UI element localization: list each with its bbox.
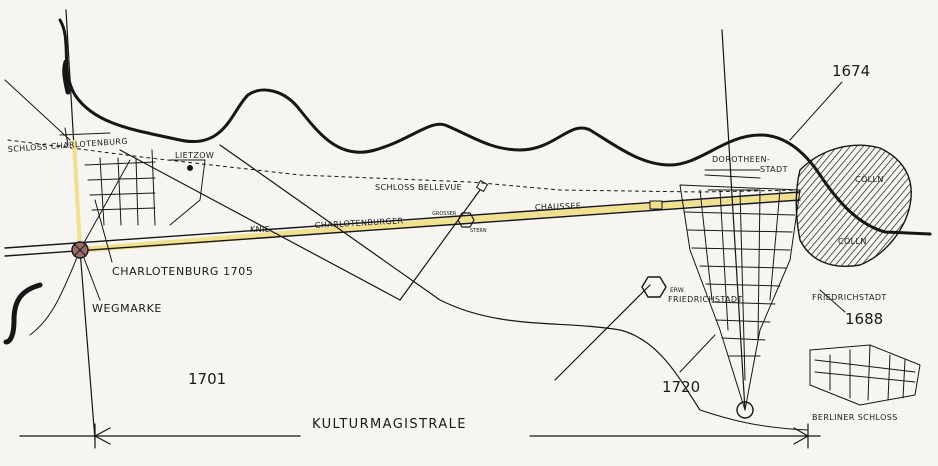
label-stern: STERN	[470, 228, 487, 234]
label-schloss-bellevue: SCHLOSS BELLEVUE	[375, 183, 462, 192]
label-wegmarke: WEGMARKE	[92, 302, 162, 315]
river-sw	[3, 282, 43, 345]
pointer-wegmarke	[83, 257, 101, 301]
road-diagonal-1	[119, 149, 401, 301]
pointer-1674	[789, 81, 843, 141]
road-diagonal-2	[399, 189, 481, 301]
label-charlotenburg-1705: CHARLOTENBURG 1705	[112, 265, 253, 278]
bellevue-marker	[476, 180, 488, 192]
vertical-axis-east	[721, 29, 746, 411]
river-west	[62, 59, 71, 95]
label-dorotheenstadt-1: DOROTHEEN-	[712, 155, 770, 164]
axis-line-bottom	[4, 199, 801, 257]
charlottenburg-grid	[59, 127, 156, 226]
label-grosser: GROSSER	[432, 211, 457, 217]
kulturmagistrale-arrow-left	[94, 423, 111, 449]
label-kulturmagistrale: KULTURMAGISTRALE	[312, 417, 467, 432]
year-1688: 1688	[845, 310, 883, 328]
road-wegmarke-sw	[29, 249, 81, 336]
road-north-west	[4, 79, 71, 141]
road-wegmarke-se	[79, 159, 131, 251]
axis-highlight	[79, 193, 801, 253]
label-knie: KNIE	[250, 225, 270, 234]
year-1720: 1720	[662, 378, 700, 396]
pointer-charlotenburg	[94, 199, 113, 263]
label-colln-upper: CÖLLN	[855, 174, 884, 184]
hexagon-friedrichstadt	[641, 276, 667, 298]
pointer-1688	[819, 289, 846, 313]
kulturmagistrale-arrow-right	[793, 423, 809, 449]
road-long-tail	[699, 409, 809, 431]
pointer-1720	[679, 334, 716, 373]
berliner-schloss-sketch	[809, 344, 921, 406]
label-friedrichstadt-w: FRIEDRICHSTADT	[668, 295, 743, 304]
colln-hatched-area	[795, 144, 912, 267]
lietzow-grid	[169, 159, 206, 226]
label-lietzow: LIETZOW	[175, 151, 214, 160]
year-1701: 1701	[188, 370, 226, 388]
year-1674: 1674	[832, 62, 870, 80]
label-berliner-schloss: BERLINER SCHLOSS	[812, 413, 898, 422]
label-colln-lower: CÖLLN	[838, 236, 867, 246]
vertical-axis-west-highlight	[72, 139, 82, 249]
label-schloss-charlotenburg: SCHLOSS CHARLOTENBURG	[8, 137, 129, 154]
label-friedrichstadt-e: FRIEDRICHSTADT	[812, 293, 887, 302]
label-chaussee: CHAUSSEE	[535, 201, 582, 212]
river-spree	[58, 18, 932, 236]
grosser-stern-marker	[457, 212, 475, 228]
rondell-circle	[736, 401, 754, 419]
label-dorotheenstadt-2: STADT	[760, 165, 788, 174]
label-friedrichstadt-w0: ERW.	[670, 287, 685, 294]
road-diagonal-3	[219, 144, 701, 411]
chaussee-gate	[649, 200, 663, 210]
road-diagonal-4	[554, 284, 651, 381]
